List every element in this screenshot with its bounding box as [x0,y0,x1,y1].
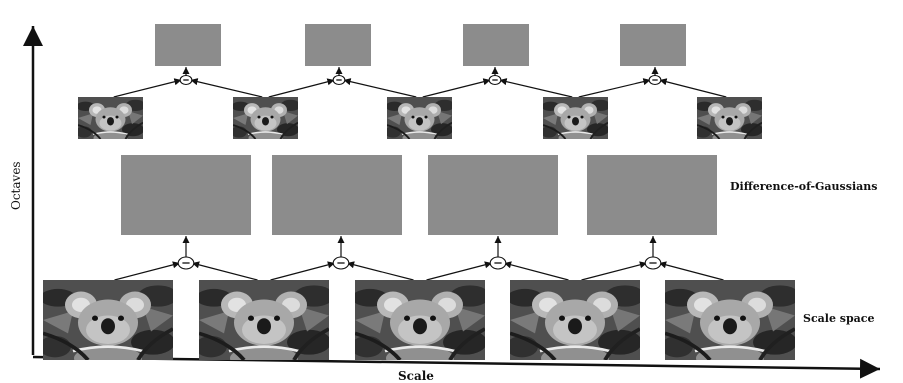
octave2-minus-circle-icon-1 [332,74,346,86]
octave1-connector-right-0 [191,261,258,281]
y-axis-label: Octaves [9,161,23,210]
octave1-connector-left-2 [426,261,493,281]
octave2-connector-left-2 [422,78,491,98]
octave2-koala-image-icon-4 [697,97,762,139]
octave1-connector-right-3 [658,261,724,281]
octave1-dog-box-2 [428,155,558,235]
subtract-nodes [177,74,662,270]
octave2-koala-image-icon-2 [387,97,452,139]
x-axis-arrow [32,355,881,379]
octave1-koala-image-icon-1 [199,280,329,360]
octave1-dog-box-0 [121,155,251,235]
octave1-connector-left-0 [114,261,181,281]
octave2-dog-box-0 [155,24,221,66]
octave1-connector-right-1 [346,261,414,281]
octave1-dog-box-1 [272,155,402,235]
octave2-connector-right-0 [190,78,263,98]
octave1-koala-image-icon-2 [355,280,485,360]
octave2-connector-left-0 [113,78,182,98]
octave2-minus-circle-icon-0 [179,74,193,86]
scale-space-images [43,97,795,360]
octave1-koala-image-icon-4 [665,280,795,360]
octave2-dog-box-1 [305,24,371,66]
connector-lines [113,67,727,281]
dog-row-label: Difference-of-Gaussians [730,180,877,193]
octave2-koala-image-icon-0 [78,97,143,139]
octave1-connector-left-3 [581,261,648,281]
octave2-koala-image-icon-1 [233,97,298,139]
octave1-minus-circle-icon-3 [644,256,662,270]
octave2-dog-box-3 [620,24,686,66]
octave2-connector-right-2 [499,78,573,98]
octave2-dog-box-2 [463,24,529,66]
x-axis-label: Scale [398,369,434,383]
octave2-minus-circle-icon-3 [648,74,662,86]
octave2-connector-left-1 [268,78,335,98]
octave2-koala-image-icon-3 [543,97,608,139]
octave1-koala-image-icon-3 [510,280,640,360]
octave1-connector-right-2 [503,261,569,281]
octave2-connector-right-3 [659,78,727,98]
octave1-minus-circle-icon-2 [489,256,507,270]
octave1-dog-box-3 [587,155,717,235]
scale-row-label: Scale space [803,312,874,325]
dog-boxes [121,24,717,235]
octave2-connector-right-1 [343,78,417,98]
octave2-connector-left-3 [578,78,651,98]
octave1-connector-left-1 [270,261,336,281]
octave1-minus-circle-icon-1 [332,256,350,270]
octave1-minus-circle-icon-0 [177,256,195,270]
octave1-koala-image-icon-0 [43,280,173,360]
octave2-minus-circle-icon-2 [488,74,502,86]
